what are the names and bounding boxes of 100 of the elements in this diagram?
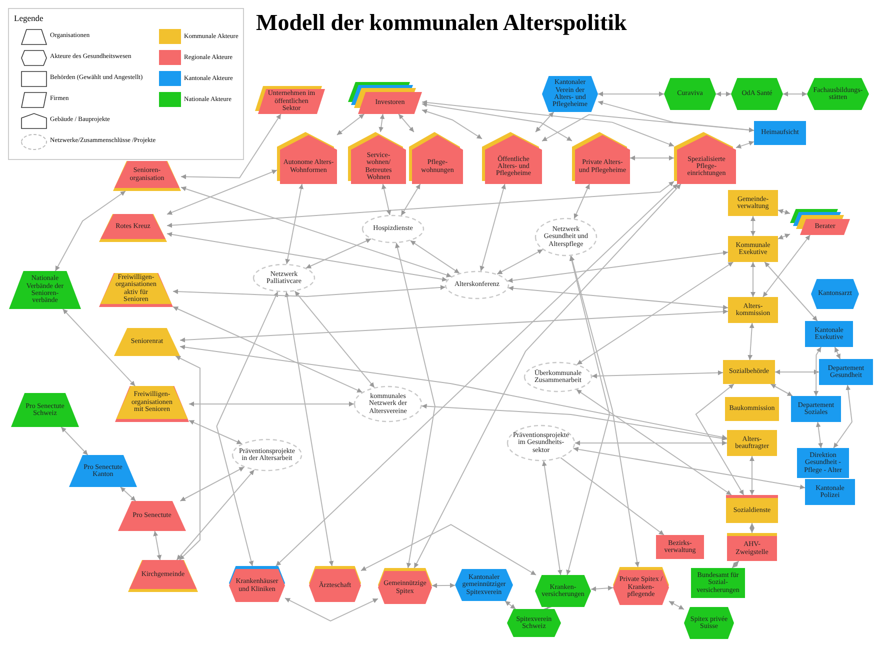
- connector-arrow: [574, 440, 728, 446]
- authority-box: [797, 448, 849, 478]
- connector-arrow: [422, 102, 572, 142]
- connector-arrow: [410, 240, 460, 274]
- health-actor-hexagon: [664, 78, 716, 110]
- network-ellipse: [535, 218, 597, 256]
- connector-arrow: [668, 600, 684, 610]
- authority-box: [819, 359, 873, 385]
- connector-arrow: [216, 291, 278, 566]
- connector-arrow: [778, 234, 790, 240]
- connector-arrow: [336, 114, 365, 136]
- organization-trapezoid: [115, 386, 189, 422]
- health-actor-hexagon: [309, 566, 361, 602]
- building-house: [482, 132, 542, 184]
- connector-arrow: [504, 600, 516, 610]
- connector-arrow: [166, 180, 674, 228]
- connector-arrow: [172, 306, 363, 393]
- connector-arrow: [508, 286, 728, 310]
- authority-box: [728, 190, 778, 216]
- connector-arrow: [566, 255, 610, 576]
- authority-box: [791, 396, 841, 422]
- connector-arrow: [598, 100, 754, 132]
- health-actor-hexagon: [811, 279, 859, 309]
- connector-arrow: [378, 114, 385, 132]
- connector-arrow: [630, 156, 674, 160]
- connector-arrow: [560, 457, 664, 536]
- connector-arrow: [175, 356, 200, 560]
- connector-arrow: [782, 92, 808, 96]
- health-actor-hexagon: [542, 76, 598, 112]
- authority-box: [726, 495, 778, 523]
- connector-arrow: [833, 384, 852, 448]
- health-actor-hexagon: [731, 78, 783, 110]
- connector-arrow: [535, 112, 554, 132]
- diagram-title: Modell der kommunalen Alterspolitik: [256, 10, 627, 36]
- organization-trapezoid: [99, 214, 167, 242]
- connector-arrow: [305, 238, 372, 269]
- authority-box: [727, 533, 777, 561]
- company-parallelogram: [790, 209, 850, 235]
- connector-arrow: [748, 322, 754, 360]
- network-ellipse: [354, 386, 422, 422]
- connector-arrow: [188, 420, 242, 444]
- connector-arrow: [166, 232, 448, 282]
- health-actor-hexagon: [613, 567, 669, 605]
- authority-box: [723, 360, 775, 384]
- connector-arrow: [284, 291, 334, 566]
- connector-arrow: [62, 308, 136, 386]
- connector-arrow: [716, 92, 732, 96]
- connector-arrow: [275, 184, 678, 566]
- authority-box: [754, 121, 806, 145]
- health-actor-hexagon: [229, 566, 285, 602]
- connector-arrow: [695, 384, 744, 496]
- organization-trapezoid: [69, 455, 137, 487]
- network-ellipse: [232, 439, 302, 471]
- organization-trapezoid: [128, 560, 198, 592]
- building-house: [409, 132, 463, 184]
- authority-box: [728, 297, 778, 323]
- connector-arrow: [60, 426, 88, 456]
- network-ellipse: [362, 215, 424, 243]
- connector-arrow: [778, 209, 790, 215]
- connector-arrow: [590, 586, 614, 592]
- connector-arrow: [572, 446, 806, 490]
- connector-arrow: [180, 344, 728, 440]
- connector-arrow: [360, 524, 537, 576]
- organization-trapezoid: [114, 328, 180, 356]
- connector-arrow: [294, 290, 375, 388]
- connector-arrow: [480, 184, 506, 272]
- health-actor-hexagon: [684, 607, 734, 639]
- connector-arrow: [576, 262, 734, 366]
- connector-arrow: [732, 560, 740, 568]
- connector-arrow: [382, 184, 392, 216]
- authority-box: [728, 236, 778, 262]
- connector-arrow: [400, 184, 421, 216]
- connector-arrow: [54, 190, 126, 272]
- organization-trapezoid: [9, 271, 81, 309]
- authority-box: [805, 321, 853, 347]
- authority-box: [725, 397, 779, 421]
- connector-arrow: [814, 346, 822, 396]
- network-ellipse: [507, 425, 575, 461]
- connector-arrow: [570, 255, 640, 568]
- connector-arrow: [422, 109, 482, 140]
- connector-arrow: [180, 309, 728, 342]
- connector-arrow: [770, 384, 793, 396]
- connector-arrow: [750, 216, 756, 236]
- health-actor-hexagon: [507, 609, 561, 637]
- connector-arrow: [172, 284, 446, 297]
- connector-arrow: [542, 114, 754, 142]
- network-ellipse: [445, 271, 509, 299]
- authority-box: [805, 479, 855, 505]
- connector-arrow: [120, 486, 136, 502]
- connector-arrow: [398, 114, 414, 132]
- connector-arrow: [591, 370, 724, 378]
- authority-box: [656, 535, 704, 559]
- organization-trapezoid: [118, 501, 186, 531]
- connector-arrow: [395, 242, 436, 568]
- connector-arrow: [176, 469, 255, 560]
- connector-arrow: [432, 582, 456, 588]
- connector-arrow: [574, 184, 590, 220]
- connector-arrow: [180, 466, 245, 502]
- connector-arrow: [422, 100, 674, 147]
- connector-arrow: [576, 389, 732, 496]
